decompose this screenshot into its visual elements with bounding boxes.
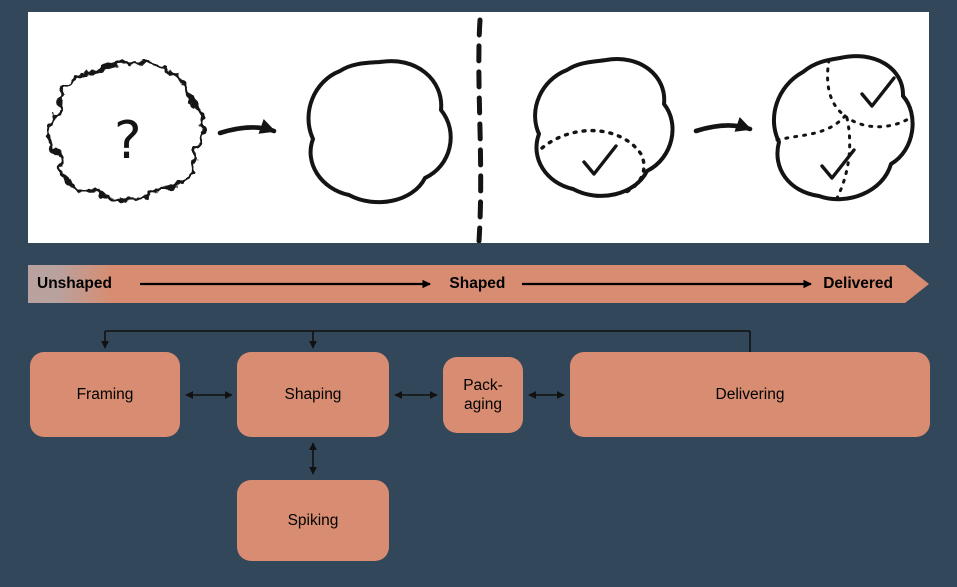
sketch-panel: ? (28, 12, 929, 243)
scope-boundary-dotted (775, 114, 847, 142)
flow-box-spiking: Spiking (237, 480, 389, 561)
question-mark: ? (114, 111, 142, 171)
flow-box-label: Spiking (287, 511, 339, 529)
banner-label-delivered: Delivered (823, 275, 893, 292)
check-icon (860, 76, 896, 108)
flow-box-label: Shaping (284, 385, 342, 403)
check-icon (582, 144, 618, 176)
flow-box-label: Framing (76, 385, 134, 403)
flow-box-label: Delivering (715, 385, 785, 403)
flow-box-framing: Framing (30, 352, 180, 437)
scope-boundary-dotted (833, 116, 852, 204)
flow-box-shaping: Shaping (237, 352, 389, 437)
phase-banner: Unshaped Shaped Delivered (28, 265, 929, 303)
banner-progress-arrows (28, 265, 929, 303)
arrow-right-icon (217, 119, 277, 136)
scoped-blob (533, 57, 675, 198)
static-noise-texture (28, 265, 112, 303)
scope-boundary-dotted (843, 114, 912, 129)
sketch-canvas: ? (47, 17, 915, 243)
scope-boundary-dotted (826, 58, 847, 118)
phase-divider-dashed-line (476, 17, 484, 243)
scope-boundary-dotted (540, 128, 646, 195)
flow-box-delivering: Delivering (570, 352, 930, 437)
shaped-blob (306, 59, 453, 205)
delivered-blob (771, 54, 915, 202)
check-icon (820, 148, 856, 180)
flow-box-label: aging (464, 396, 502, 413)
banner-label-shaped: Shaped (449, 275, 506, 292)
flow-box-label: Pack- (463, 376, 503, 394)
flow-box-packaging: Pack- aging (443, 357, 523, 433)
arrow-right-icon (693, 117, 753, 134)
banner-label-unshaped: Unshaped (37, 275, 112, 292)
unshaped-blob (47, 60, 205, 202)
